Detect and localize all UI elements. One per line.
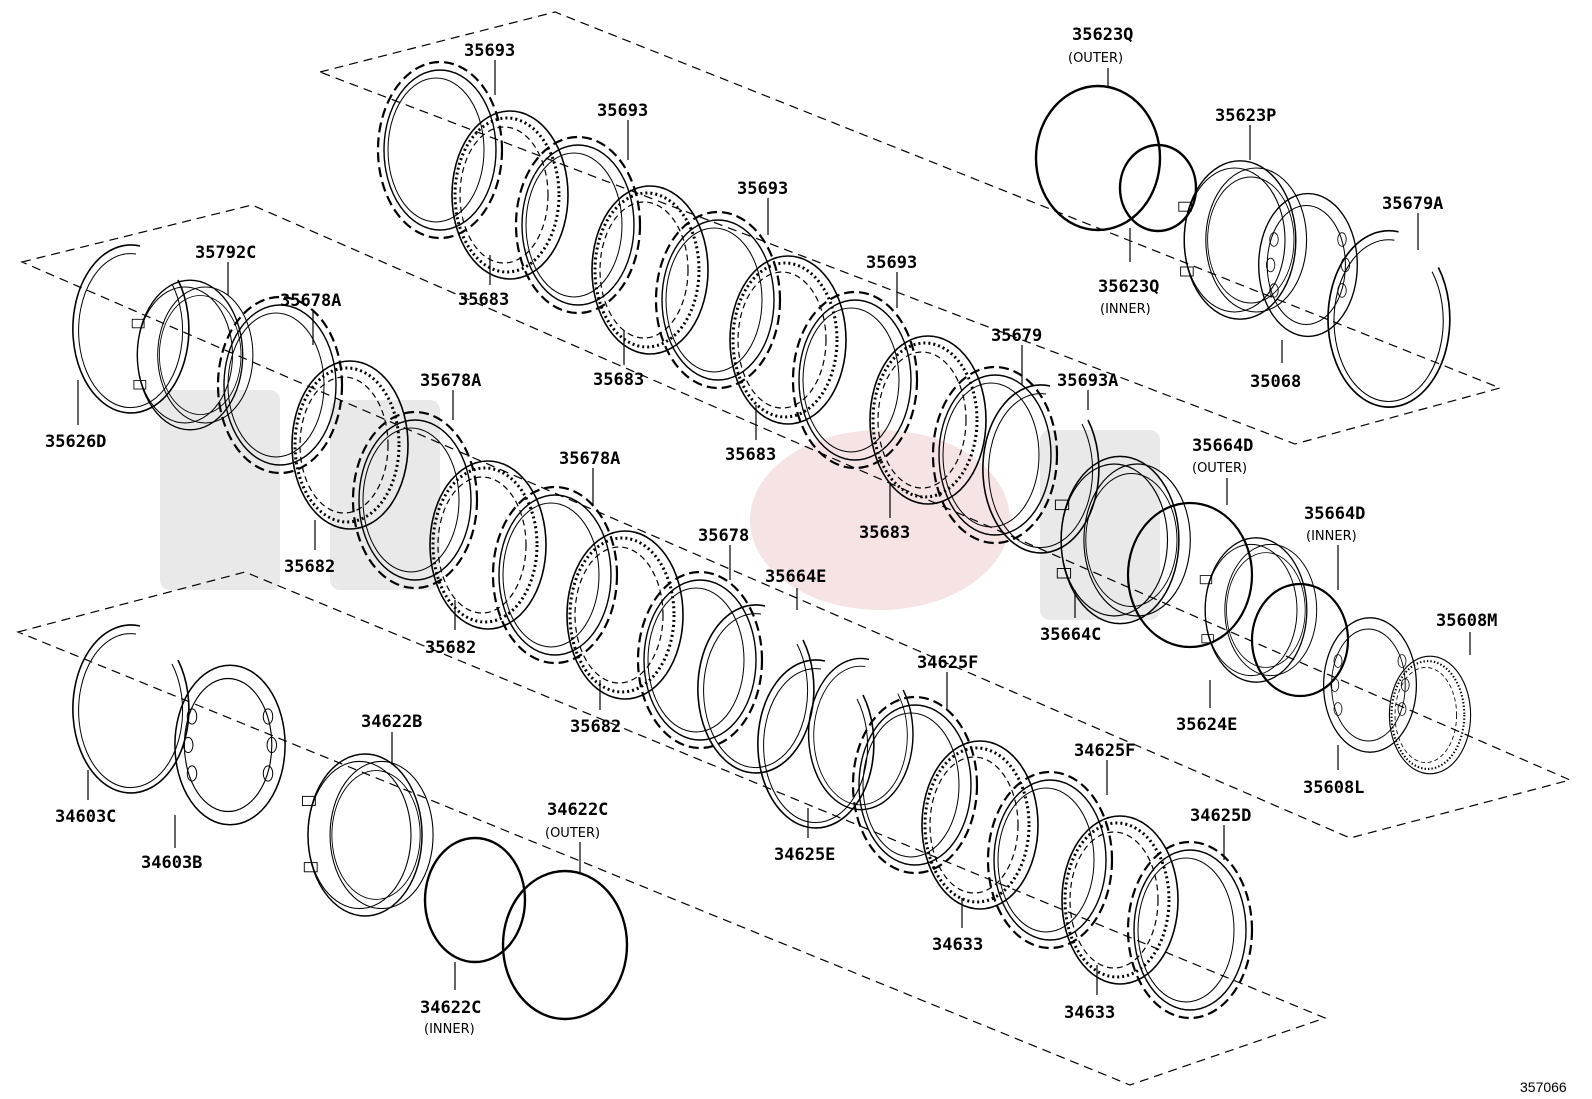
group-box-upper <box>318 11 1502 445</box>
part-sublabel: (INNER) <box>1100 302 1151 317</box>
part-label[interactable]: 35608M <box>1436 611 1497 631</box>
part-label[interactable]: 34633 <box>932 935 983 955</box>
part-label[interactable]: 35683 <box>725 445 776 465</box>
part-sublabel: (OUTER) <box>1192 461 1247 476</box>
part-label[interactable]: 35068 <box>1250 372 1301 392</box>
part-label[interactable]: 34603C <box>55 807 116 827</box>
part-label[interactable]: 34622C <box>547 800 608 820</box>
part-label[interactable]: 35678 <box>698 526 749 546</box>
part-label[interactable]: 35683 <box>458 290 509 310</box>
part-label[interactable]: 35679A <box>1382 194 1443 214</box>
part-labels: 35693 35693 35693 35693 35683 35683 3568… <box>45 25 1567 1095</box>
part-label[interactable]: 35693A <box>1057 371 1118 391</box>
part-label[interactable]: 35623P <box>1215 106 1276 126</box>
part-label[interactable]: 35664E <box>765 567 826 587</box>
part-label[interactable]: 34625F <box>917 653 978 673</box>
leader-lines <box>77 60 1471 995</box>
part-sublabel: (OUTER) <box>1068 51 1123 66</box>
part-label[interactable]: 34625E <box>774 845 835 865</box>
part-sublabel: (INNER) <box>424 1022 475 1037</box>
part-label[interactable]: 35608L <box>1303 778 1364 798</box>
part-label[interactable]: 35683 <box>593 370 644 390</box>
reference-code: 357066 <box>1520 1079 1567 1095</box>
part-label[interactable]: 35623Q <box>1072 25 1133 45</box>
part-label[interactable]: 35679 <box>991 326 1042 346</box>
part-label[interactable]: 34625F <box>1074 741 1135 761</box>
part-drawing-lower <box>72 624 1254 1021</box>
part-label[interactable]: 34633 <box>1064 1003 1115 1023</box>
part-label[interactable]: 35693 <box>464 41 515 61</box>
part-label[interactable]: 35682 <box>284 557 335 577</box>
part-label[interactable]: 35792C <box>195 243 256 263</box>
part-label[interactable]: 35678A <box>559 449 620 469</box>
part-label[interactable]: 35693 <box>866 253 917 273</box>
part-label[interactable]: 34603B <box>141 853 202 873</box>
part-label[interactable]: 34622C <box>420 998 481 1018</box>
part-drawing-middle <box>72 244 1472 775</box>
part-label[interactable]: 35664D <box>1192 436 1253 456</box>
part-label[interactable]: 35623Q <box>1098 277 1159 297</box>
part-label[interactable]: 35624E <box>1176 715 1237 735</box>
part-label[interactable]: 35693 <box>597 101 648 121</box>
part-label[interactable]: 35682 <box>570 717 621 737</box>
group-box-lower <box>16 571 1327 1086</box>
group-box-middle <box>20 204 1572 839</box>
part-label[interactable]: 35664C <box>1040 625 1101 645</box>
part-sublabel: (OUTER) <box>545 826 600 841</box>
part-label[interactable]: 35693 <box>737 179 788 199</box>
part-label[interactable]: 35626D <box>45 432 106 452</box>
part-label[interactable]: 35664D <box>1304 504 1365 524</box>
part-sublabel: (INNER) <box>1306 529 1357 544</box>
watermark <box>160 390 1160 620</box>
part-label[interactable]: 35678A <box>420 371 481 391</box>
part-label[interactable]: 34625D <box>1190 806 1251 826</box>
part-label[interactable]: 35682 <box>425 638 476 658</box>
part-label[interactable]: 35678A <box>280 291 341 311</box>
part-label[interactable]: 35683 <box>859 523 910 543</box>
part-drawing-upper <box>376 60 1451 554</box>
part-label[interactable]: 34622B <box>361 712 422 732</box>
